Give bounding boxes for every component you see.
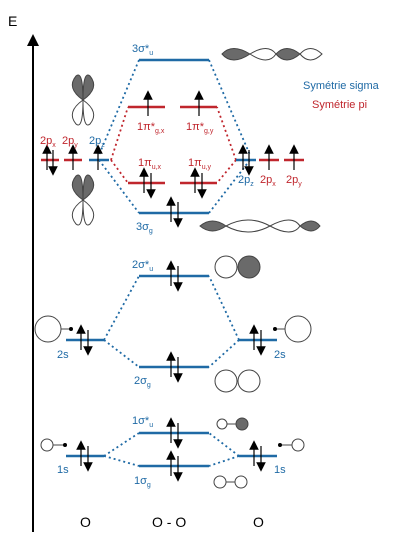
label-2px-left: 2px: [40, 135, 56, 149]
label-1sigma: 1σg: [134, 475, 151, 489]
label-1pi-star-x: 1π*g,x: [137, 121, 165, 135]
connector: [103, 339, 140, 368]
energy-axis-label: E: [8, 13, 17, 29]
orbital-1sigma-star-shape: [216, 417, 249, 431]
column-label-left: O: [80, 514, 91, 530]
label-1pi-y: 1πu,y: [188, 157, 212, 171]
connector: [98, 159, 140, 214]
label-3sigma-star: 3σ*u: [132, 43, 153, 57]
orbital-1s-shape-left: [40, 438, 67, 452]
connector: [98, 59, 140, 156]
orbital-2sigma-shape: [214, 369, 261, 393]
connector: [103, 432, 140, 457]
connector: [103, 455, 140, 467]
energy-axis-arrowhead: [27, 34, 39, 46]
label-1s-left: 1s: [57, 464, 69, 476]
label-2pz-left: 2pz: [89, 135, 105, 149]
orbital-2sigma-star-shape: [214, 255, 261, 279]
connector: [208, 275, 240, 341]
label-2sigma: 2σg: [134, 375, 151, 389]
connector: [103, 275, 140, 341]
connector: [216, 159, 237, 184]
label-2sigma-star: 2σ*u: [132, 259, 153, 273]
label-3sigma: 3σg: [136, 221, 153, 235]
label-2py-left: 2py: [62, 135, 78, 149]
connector: [208, 339, 240, 368]
connector: [208, 432, 240, 457]
label-2pz-right: 2pz: [238, 174, 254, 188]
orbital-p-shape-top: [71, 74, 95, 126]
label-2px-right: 2px: [260, 174, 276, 188]
column-label-right: O: [253, 514, 264, 530]
label-1pi-x: 1πu,x: [138, 157, 162, 171]
label-2py-right: 2py: [286, 174, 302, 188]
legend-sigma: Symétrie sigma: [303, 80, 380, 92]
orbital-p-shape-bottom: [71, 174, 95, 226]
label-1s-right: 1s: [274, 464, 286, 476]
legend-pi: Symétrie pi: [312, 99, 367, 111]
connector: [110, 159, 129, 184]
orbital-2s-shape-left: [34, 315, 73, 343]
label-1pi-star-y: 1π*g,y: [186, 121, 214, 135]
label-2s-right: 2s: [274, 349, 286, 361]
orbital-1sigma-shape: [213, 475, 248, 489]
orbital-3sigma-star-shape: [221, 48, 323, 61]
orbital-3sigma-shape: [199, 219, 321, 233]
column-label-middle: O - O: [152, 514, 186, 530]
connector: [208, 59, 251, 156]
orbital-1s-shape-right: [278, 438, 305, 452]
connector: [208, 455, 240, 467]
connector: [110, 106, 129, 161]
orbital-2s-shape-right: [273, 315, 312, 343]
label-1sigma-star: 1σ*u: [132, 415, 153, 429]
label-2s-left: 2s: [57, 349, 69, 361]
connector: [216, 106, 237, 161]
